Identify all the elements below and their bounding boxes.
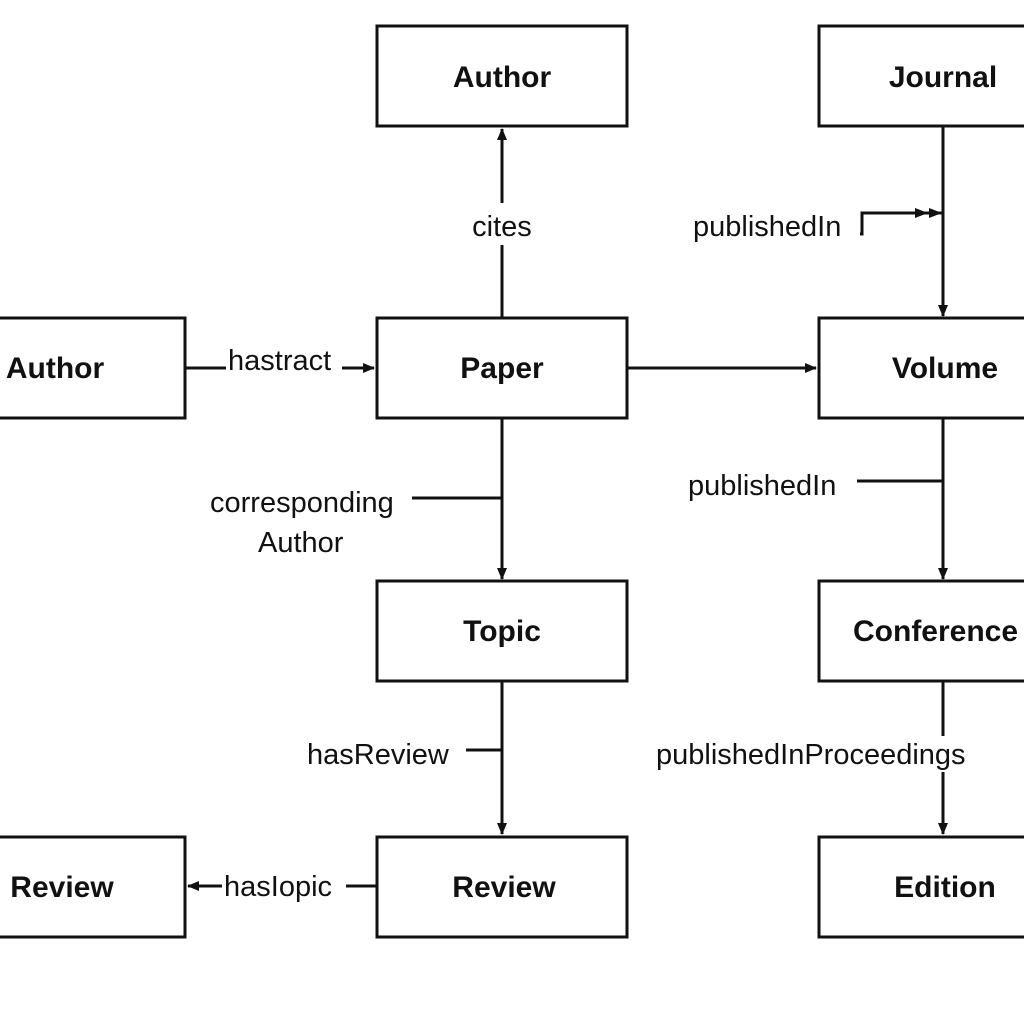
edge-published-in-connector [860, 211, 942, 236]
node-volume: Volume [817, 316, 1024, 420]
edge-label-published-in-journal: publishedIn [693, 211, 841, 243]
edge-label-cites: cites [472, 211, 532, 243]
edge-label-corresponding-line2: Author [258, 527, 344, 559]
node-conference-label: Conference [853, 615, 1018, 648]
node-author-left-label: Author [6, 352, 105, 385]
edge-label-hastract: hastract [228, 345, 331, 377]
edge-label-has-review: hasReview [307, 739, 450, 771]
node-author-top-label: Author [453, 61, 552, 94]
edge-label-has-topic: hasIopic [224, 871, 332, 903]
node-journal-label: Journal [889, 61, 997, 94]
edge-label-corresponding-line1: corresponding [210, 487, 394, 519]
node-conference: Conference [817, 579, 1024, 683]
node-topic-label: Topic [463, 615, 541, 648]
node-author-left: Author [0, 316, 187, 420]
node-review-left: Review [0, 835, 187, 939]
node-paper-label: Paper [460, 352, 544, 385]
edge-label-published-in-proceedings: publishedInProceedings [656, 739, 966, 771]
node-edition: Edition [817, 835, 1024, 939]
node-volume-label: Volume [892, 352, 998, 385]
double-arrowhead [915, 208, 942, 218]
node-topic: Topic [375, 579, 629, 683]
node-author-top: Author [375, 24, 629, 128]
node-review-left-label: Review [10, 871, 114, 904]
node-journal: Journal [817, 24, 1024, 128]
node-review-center-label: Review [452, 871, 556, 904]
node-review-center: Review [375, 835, 629, 939]
node-edition-label: Edition [894, 871, 996, 904]
node-paper: Paper [375, 316, 629, 420]
edge-label-published-in-volume: publishedIn [688, 470, 836, 502]
